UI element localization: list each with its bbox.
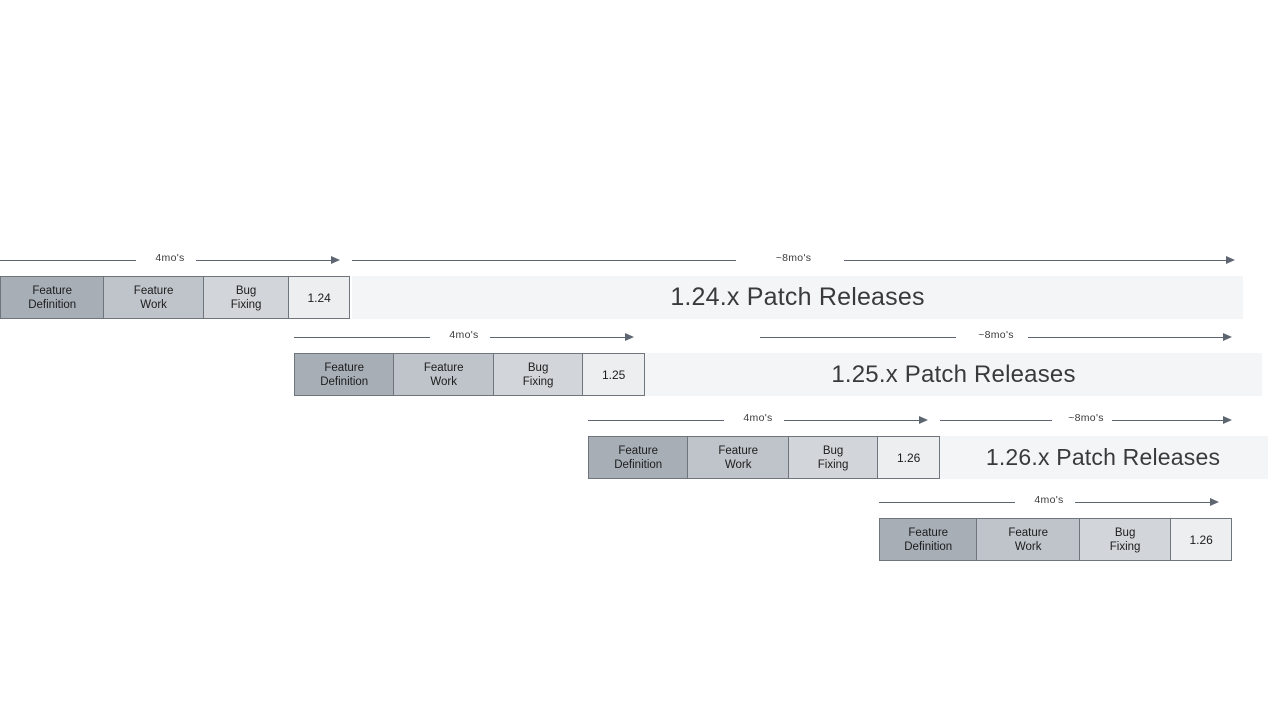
row-1-26-phase-feature-definition-line-1: Feature (618, 444, 659, 457)
row-1-25-phase-bug-fixing-line-1: Bug (527, 361, 549, 374)
row-1-25-patch-measure-line-left (760, 337, 956, 338)
row-1-27-version-box-line-1: 1.26 (1189, 532, 1213, 547)
row-1-25-phase-bug-fixing-line-2: Fixing (522, 375, 554, 388)
row-1-25-patch-measure-label: ~8mo's (978, 329, 1014, 341)
row-1-24-phase-bug-fixing-line-2: Fixing (230, 298, 262, 311)
row-1-27-dev-measure-line-right (1075, 502, 1211, 503)
row-1-26-dev-measure-label: 4mo's (743, 412, 773, 424)
row-1-24-version-box[interactable]: 1.24 (289, 277, 349, 318)
row-1-26-phase-feature-definition-line-2: Definition (614, 458, 663, 471)
row-1-24-phase-feature-definition-line-2: Definition (28, 298, 77, 311)
row-1-24-dev-measure-arrowhead-icon (331, 256, 340, 264)
row-1-26-phase-feature-work-line-2: Work (724, 458, 752, 471)
row-1-26-dev-measure-arrowhead-icon (919, 416, 928, 424)
row-1-25-patch-label: 1.25.x Patch Releases (831, 360, 1076, 388)
row-1-24-phase-feature-definition-line-1: Feature (32, 284, 73, 297)
row-1-26-version-box-line-1: 1.26 (896, 450, 921, 465)
row-1-27-phase-feature-work-line-1: Feature (1008, 526, 1048, 539)
row-1-27-phase-feature-definition-line-2: Definition (904, 540, 953, 553)
row-1-26-dev-measure: 4mo's (588, 412, 928, 430)
row-1-24-dev-measure-line-left (0, 260, 136, 261)
row-1-27-dev-measure: 4mo's (879, 494, 1219, 512)
row-1-25-dev-measure-line-right (490, 337, 626, 338)
row-1-26-phase-bug-fixing-line-1: Bug (822, 444, 844, 457)
row-1-24-phase-feature-work-line-2: Work (140, 298, 167, 311)
row-1-26-version-box[interactable]: 1.26 (878, 437, 939, 478)
row-1-25-version-box[interactable]: 1.25 (583, 354, 645, 395)
row-1-24-patch-band: 1.24.x Patch Releases (352, 276, 1243, 319)
row-1-24-patch-measure-line-right (843, 260, 1227, 261)
row-1-27-dev-measure-line-left (879, 502, 1015, 503)
row-1-27-phase-feature-definition-line-1: Feature (908, 526, 949, 539)
row-1-26-patch-measure-label: ~8mo's (1068, 412, 1104, 424)
row-1-24-patch-measure-arrowhead-icon (1226, 256, 1235, 264)
row-1-25-patch-measure-arrowhead-icon (1223, 333, 1232, 341)
row-1-26-patch-measure-line-right (1112, 420, 1224, 421)
row-1-25-dev-measure-line-left (294, 337, 430, 338)
row-1-25-phase-feature-work-line-1: Feature (423, 361, 464, 374)
row-1-25-version-box-line-1: 1.25 (602, 367, 626, 382)
row-1-25-patch-band: 1.25.x Patch Releases (645, 353, 1262, 396)
row-1-26-patch-label: 1.26.x Patch Releases (985, 444, 1221, 470)
row-1-25-patch-measure: ~8mo's (760, 329, 1232, 347)
row-1-27-phase-bug-fixing-line-1: Bug (1114, 526, 1136, 539)
row-1-26-phase-feature-work-line-1: Feature (718, 444, 758, 457)
row-1-26-patch-measure-arrowhead-icon (1223, 416, 1232, 424)
row-1-24-patch-label: 1.24.x Patch Releases (670, 283, 925, 311)
row-1-26-dev-measure-line-left (588, 420, 724, 421)
row-1-24-dev-measure: 4mo's (0, 252, 340, 270)
row-1-24-patch-measure-label: ~8mo's (775, 252, 812, 264)
row-1-24-patch-measure-line-left (352, 260, 736, 261)
row-1-25-phase-feature-work-line-2: Work (430, 375, 457, 388)
row-1-24-version-box-line-1: 1.24 (307, 290, 331, 305)
row-1-25-phase-feature-definition-line-1: Feature (324, 361, 365, 374)
row-1-27-dev-measure-arrowhead-icon (1210, 498, 1219, 506)
row-1-27-phase-bug-fixing-line-2: Fixing (1109, 540, 1141, 553)
row-1-24-phase-bug-fixing-line-1: Bug (235, 284, 257, 297)
row-1-26-patch-measure-line-left (940, 420, 1052, 421)
row-1-24-phase-feature-work-line-1: Feature (133, 284, 174, 297)
row-1-24-patch-measure: ~8mo's (352, 252, 1235, 270)
row-1-25-dev-measure: 4mo's (294, 329, 634, 347)
row-1-24-dev-measure-line-right (196, 260, 332, 261)
row-1-27-dev-measure-label: 4mo's (1034, 494, 1064, 506)
row-1-25-dev-measure-arrowhead-icon (625, 333, 634, 341)
row-1-24-dev-measure-label: 4mo's (155, 252, 185, 264)
row-1-25-phase-feature-definition-line-2: Definition (320, 375, 369, 388)
row-1-27-version-box[interactable]: 1.26 (1171, 519, 1232, 560)
row-1-25-dev-measure-label: 4mo's (449, 329, 479, 341)
row-1-25-patch-measure-line-right (1028, 337, 1224, 338)
row-1-26-patch-measure: ~8mo's (940, 412, 1232, 430)
row-1-27-phase-feature-work-line-2: Work (1014, 540, 1042, 553)
row-1-26-phase-bug-fixing-line-2: Fixing (817, 458, 849, 471)
row-1-26-patch-band: 1.26.x Patch Releases (938, 436, 1268, 479)
row-1-26-dev-measure-line-right (784, 420, 920, 421)
